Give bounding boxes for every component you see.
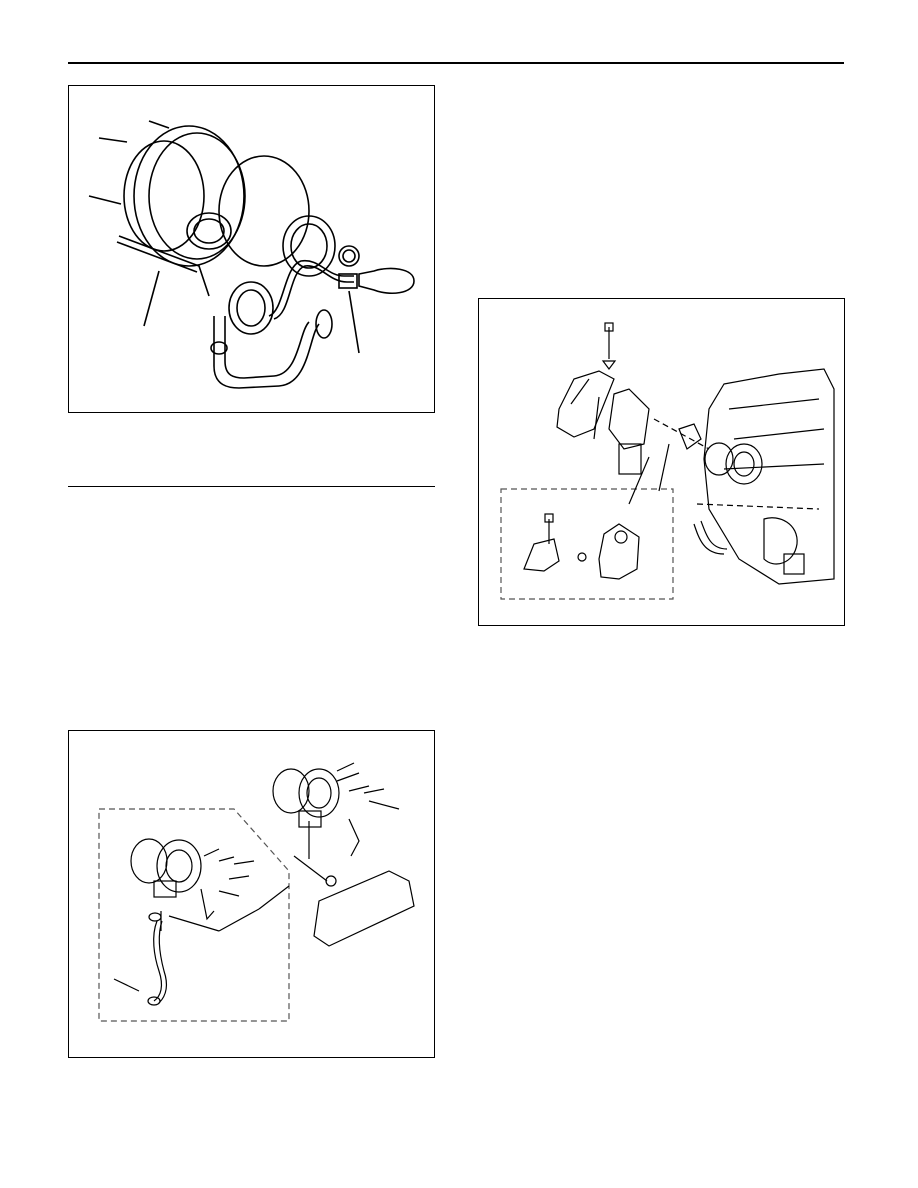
section-rule: [68, 486, 435, 487]
header-rule: [68, 62, 844, 64]
turbocharger-gauge-illustration-icon: [88, 120, 415, 389]
turbocharger-engine-illustration-icon: [500, 322, 835, 600]
figure-turbo-gauge: [68, 85, 435, 413]
figure-turbo-engine: [478, 298, 845, 626]
turbocharger-exploded-illustration-icon: [98, 762, 415, 1022]
figure-turbo-exploded: [68, 730, 435, 1058]
